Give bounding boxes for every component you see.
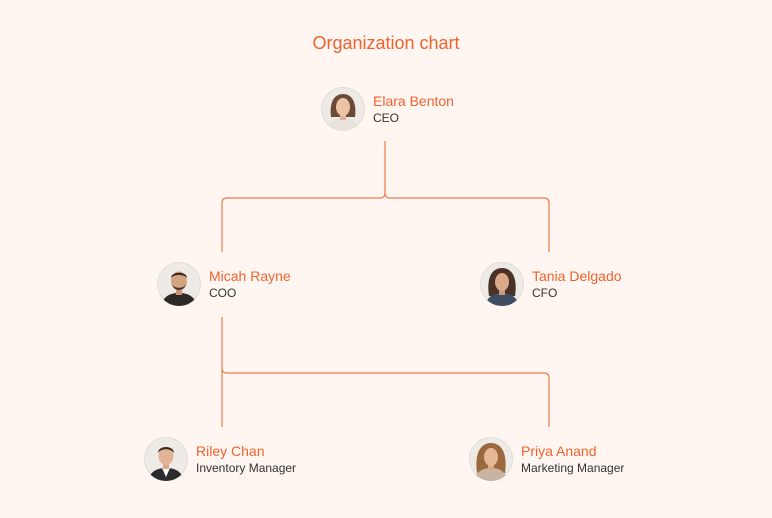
- marketing-manager-name: Priya Anand: [521, 442, 597, 459]
- connector-coo-to-marketing: [221, 367, 550, 427]
- cfo-name: Tania Delgado: [532, 267, 622, 284]
- female-avatar-icon: [321, 87, 365, 131]
- inventory-manager-role: Inventory Manager: [196, 460, 297, 475]
- org-node-marketing-manager[interactable]: Priya Anand Marketing Manager: [469, 437, 624, 481]
- female-avatar-icon: [469, 437, 513, 481]
- ceo-name: Elara Benton: [373, 92, 454, 109]
- male-avatar-icon: [157, 262, 201, 306]
- marketing-manager-role: Marketing Manager: [521, 460, 625, 475]
- female-avatar-icon: [480, 262, 524, 306]
- coo-role: COO: [209, 285, 237, 300]
- connector-ceo-to-coo: [221, 141, 386, 252]
- org-node-inventory-manager[interactable]: Riley Chan Inventory Manager: [144, 437, 296, 481]
- inventory-manager-name: Riley Chan: [196, 442, 265, 459]
- male-avatar-icon: [144, 437, 188, 481]
- org-node-ceo[interactable]: Elara Benton CEO: [321, 87, 454, 131]
- org-node-coo[interactable]: Micah Rayne COO: [157, 262, 291, 306]
- ceo-role: CEO: [373, 110, 400, 125]
- connector-ceo-to-cfo: [384, 192, 550, 252]
- coo-name: Micah Rayne: [209, 267, 291, 284]
- org-node-cfo[interactable]: Tania Delgado CFO: [480, 262, 622, 306]
- cfo-role: CFO: [532, 285, 558, 300]
- chart-title: Organization chart: [312, 33, 460, 53]
